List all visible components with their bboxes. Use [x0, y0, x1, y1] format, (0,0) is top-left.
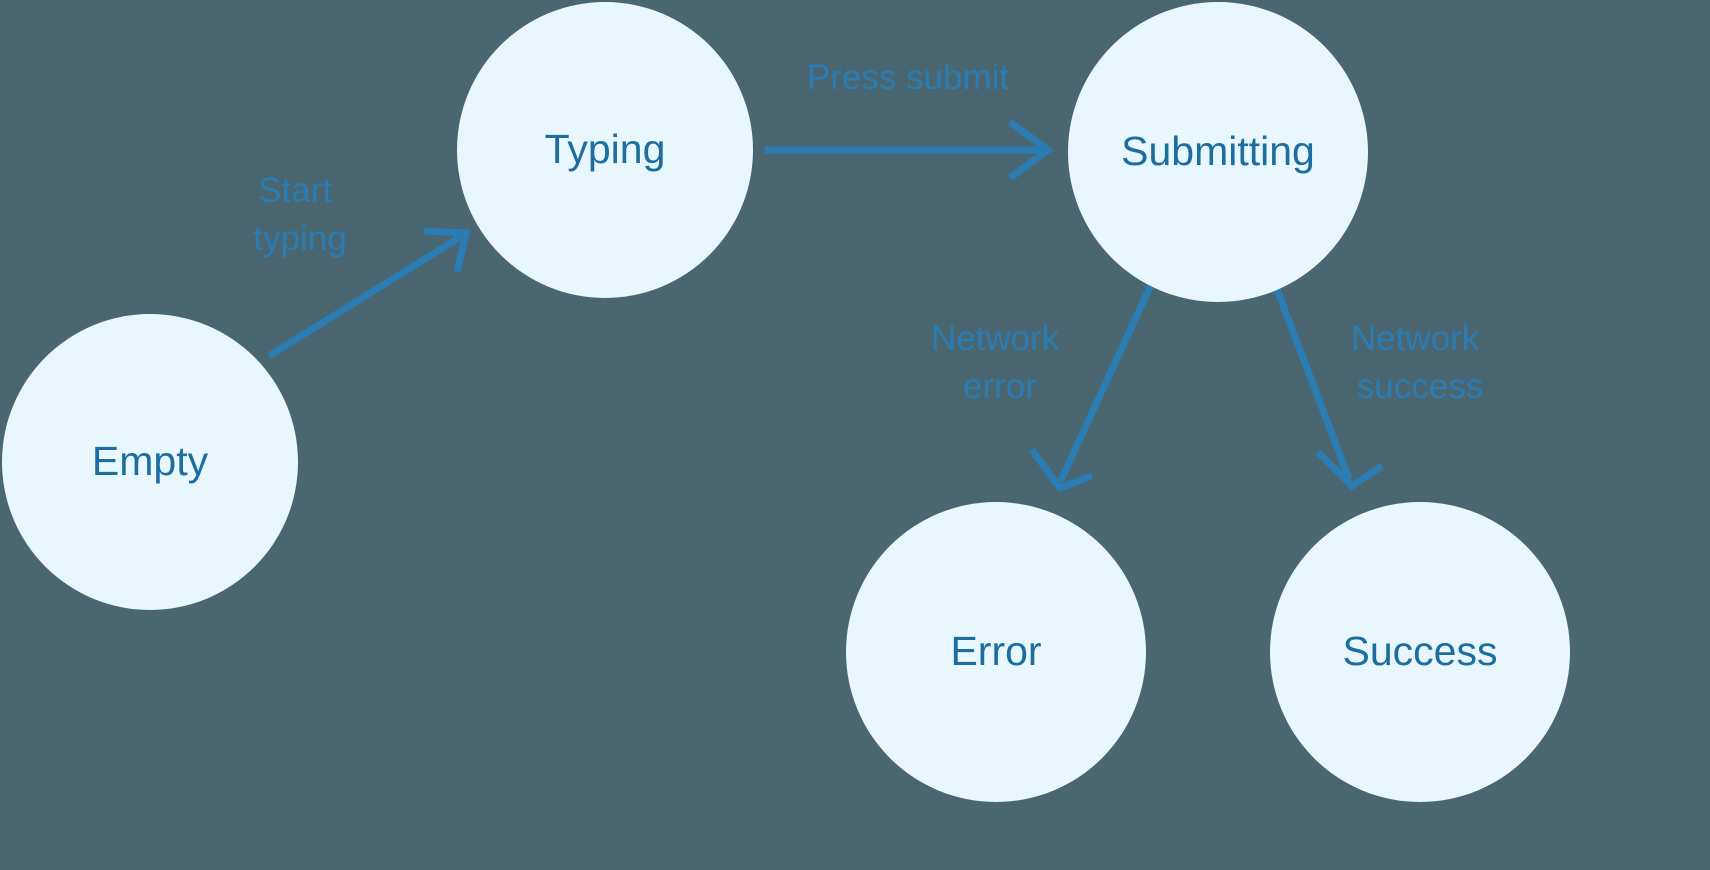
edge-submitting-to-error-arrowhead [1029, 447, 1094, 493]
edge-empty-to-typing-line [267, 231, 467, 359]
edge-label-line-1: Start [258, 171, 332, 210]
edge-label-line-2: success [1357, 367, 1483, 406]
edge-submitting-to-error-label: Network error [931, 319, 1069, 406]
edge-submitting-to-error: Network error [931, 282, 1155, 493]
state-circle-typing [457, 2, 753, 298]
edge-submitting-to-error-line [1057, 282, 1155, 483]
edge-label-line-1: Network [931, 319, 1060, 358]
edge-label-line-1: Network [1351, 319, 1480, 358]
state-node-success[interactable]: Success [1270, 502, 1570, 802]
edge-label-line-1: Press submit [807, 58, 1010, 97]
state-label-typing: Typing [545, 126, 666, 172]
edge-empty-to-typing-arrowhead [423, 227, 471, 273]
edge-submitting-to-success: Network success [1271, 282, 1489, 491]
state-circle-success [1270, 502, 1570, 802]
state-node-typing[interactable]: Typing [457, 2, 753, 298]
state-label-submitting: Submitting [1121, 128, 1315, 174]
edge-typing-to-submitting: Press submit [764, 58, 1054, 181]
state-circle-empty [2, 314, 298, 610]
edge-label-line-2: typing [253, 219, 346, 258]
state-label-success: Success [1343, 628, 1498, 674]
edge-typing-to-submitting-arrowhead [1007, 119, 1054, 181]
state-node-submitting[interactable]: Submitting [1068, 2, 1368, 302]
edge-submitting-to-success-arrowhead [1315, 449, 1384, 491]
state-circle-submitting [1068, 2, 1368, 302]
edge-typing-to-submitting-label: Press submit [807, 58, 1010, 97]
edge-submitting-to-success-label: Network success [1351, 319, 1489, 406]
state-node-error[interactable]: Error [846, 502, 1146, 802]
state-label-empty: Empty [92, 438, 209, 484]
state-node-empty[interactable]: Empty [2, 314, 298, 610]
edge-label-line-2: error [963, 367, 1037, 406]
edge-empty-to-typing-label: Start typing [253, 171, 346, 258]
edge-empty-to-typing: Start typing [253, 171, 471, 359]
state-circle-error [846, 502, 1146, 802]
state-label-error: Error [950, 628, 1041, 674]
edge-submitting-to-success-line [1271, 282, 1353, 481]
